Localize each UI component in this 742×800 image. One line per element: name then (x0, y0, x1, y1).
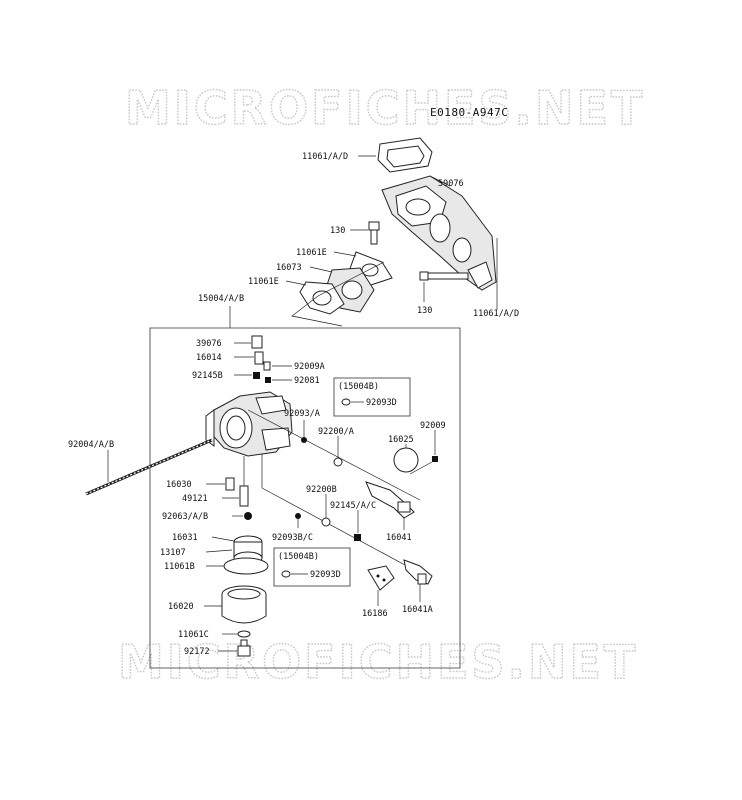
leader-16031 (211, 536, 235, 542)
label-49121[interactable]: 49121 (182, 494, 208, 504)
label-11061e-b[interactable]: 11061E (248, 277, 279, 287)
label-16073[interactable]: 16073 (276, 263, 302, 273)
label-11061-a-d-right[interactable]: 11061/A/D (473, 309, 519, 319)
washer-11061c (237, 630, 251, 638)
kit-box-a-title: (15004B) (338, 382, 379, 392)
label-130-b[interactable]: 130 (417, 306, 432, 316)
label-92093b-c[interactable]: 92093B/C (272, 533, 313, 543)
label-11061-a-d-top[interactable]: 11061/A/D (302, 152, 348, 162)
plate-16186 (367, 565, 395, 591)
label-11061e-a[interactable]: 11061E (296, 248, 327, 258)
assembly-link-line (291, 261, 385, 327)
oring-92093bc (295, 513, 301, 519)
bolt-92172 (237, 639, 251, 657)
label-13107[interactable]: 13107 (160, 548, 186, 558)
label-92145-a-c[interactable]: 92145/A/C (330, 501, 376, 511)
label-92081[interactable]: 92081 (294, 376, 320, 386)
lever-16041 (365, 481, 415, 519)
label-16020[interactable]: 16020 (168, 602, 194, 612)
part-92081 (265, 377, 271, 383)
label-92200b[interactable]: 92200B (306, 485, 337, 495)
intake-gasket-top (377, 137, 433, 173)
label-92172[interactable]: 92172 (184, 647, 210, 657)
lever-16041a (403, 559, 433, 585)
label-15004-a-b[interactable]: 15004/A/B (198, 294, 244, 304)
watermark-top: MICROFICHES.NET (125, 81, 645, 135)
label-16025[interactable]: 16025 (388, 435, 414, 445)
diagram-code: E0180-A947C (430, 106, 508, 119)
kit-box-b (273, 547, 351, 587)
kit-box-b-title: (15004B) (278, 552, 319, 562)
bolt-130-a (368, 221, 380, 245)
plate-16025 (393, 447, 419, 473)
carburetor-body (205, 391, 293, 457)
leader-13107 (205, 549, 233, 553)
label-92200-a[interactable]: 92200/A (318, 427, 354, 437)
seal-92200b (321, 517, 331, 527)
gasket-11061b (223, 557, 269, 575)
label-16031[interactable]: 16031 (172, 533, 198, 543)
label-92093d-a[interactable]: 92093D (366, 398, 397, 408)
screw-16014 (254, 351, 264, 365)
leader-11061e-b (285, 280, 307, 286)
watermark-bottom: MICROFICHES.NET (118, 635, 638, 689)
screw-92009a (263, 361, 271, 371)
label-11061b[interactable]: 11061B (164, 562, 195, 572)
rod-92004 (85, 438, 213, 496)
intake-manifold (381, 175, 498, 300)
gasket-11061e-b (299, 281, 345, 315)
shaft-line-upper (247, 409, 421, 501)
label-92093d-b[interactable]: 92093D (310, 570, 341, 580)
nut-92063 (244, 512, 252, 520)
oring-92093d-a (341, 398, 351, 406)
shaft-line-lower-b (261, 487, 419, 573)
bowl-16020 (221, 585, 267, 624)
label-92093-a[interactable]: 92093/A (284, 409, 320, 419)
screw-92009-line (409, 461, 433, 475)
jet-16030 (225, 477, 235, 491)
label-92004-a-b[interactable]: 92004/A/B (68, 440, 114, 450)
part-39076 (251, 335, 263, 349)
label-16041[interactable]: 16041 (386, 533, 412, 543)
oring-92093d-b (281, 570, 291, 578)
leader-16073 (309, 266, 333, 273)
label-16030[interactable]: 16030 (166, 480, 192, 490)
part-92145-ac (354, 534, 361, 541)
label-92009a[interactable]: 92009A (294, 362, 325, 372)
label-16041a[interactable]: 16041A (402, 605, 433, 615)
carburetor-frame (149, 327, 461, 669)
label-59076[interactable]: 59076 (438, 179, 464, 189)
label-92063-a-b[interactable]: 92063/A/B (162, 512, 208, 522)
seal-92200-a (333, 457, 343, 467)
label-130-a[interactable]: 130 (330, 226, 345, 236)
label-16186[interactable]: 16186 (362, 609, 388, 619)
part-92145b (253, 372, 260, 379)
label-16014[interactable]: 16014 (196, 353, 222, 363)
oring-92093-a (301, 437, 307, 443)
kit-box-a (333, 377, 411, 417)
leader-11061e-a (333, 251, 357, 257)
label-11061c[interactable]: 11061C (178, 630, 209, 640)
label-92145b[interactable]: 92145B (192, 371, 223, 381)
part-49121 (239, 485, 249, 507)
bolt-130-b (419, 271, 469, 281)
label-92009[interactable]: 92009 (420, 421, 446, 431)
label-39076[interactable]: 39076 (196, 339, 222, 349)
leader-59076 (429, 175, 451, 187)
screw-92009 (432, 456, 438, 462)
